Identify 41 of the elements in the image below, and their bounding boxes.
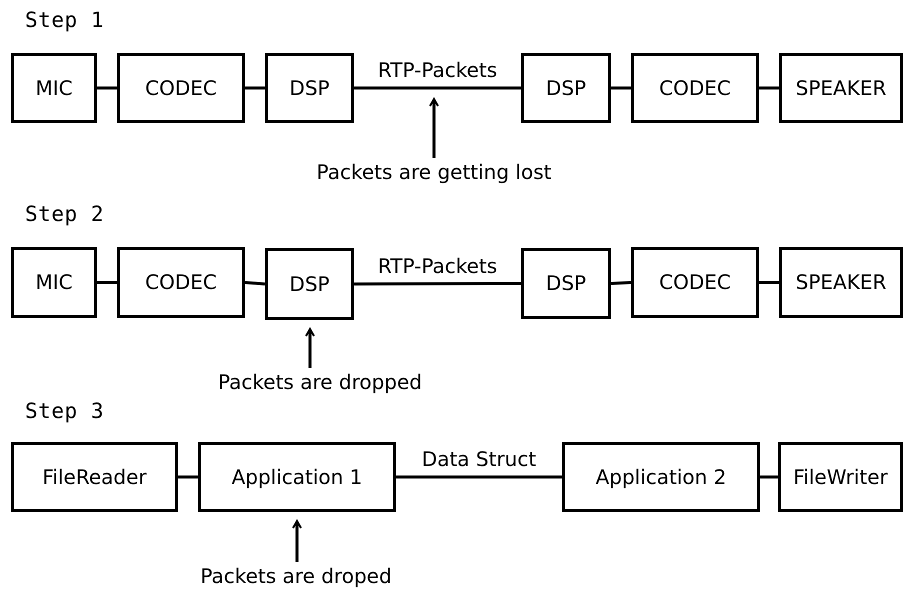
process-box: SPEAKER [779,247,903,318]
process-box: FileWriter [778,442,903,512]
process-box: CODEC [631,53,759,123]
process-box: DSP [521,53,611,123]
process-box: SPEAKER [779,53,903,123]
step-heading: Step 2 [25,204,104,225]
process-box: Application 1 [198,442,396,512]
step-heading: Step 1 [25,10,104,31]
connector-line [97,86,117,90]
annotation-text: Packets are getting lost [284,158,584,186]
connector-line [610,281,632,285]
process-box: CODEC [117,53,245,123]
connector-line [244,281,266,286]
connector-line [354,282,521,286]
process-box: DSP [265,53,354,123]
process-box: Application 2 [562,442,760,512]
edge-label: Data Struct [422,449,536,469]
annotation-text: Packets are droped [166,562,426,589]
connector-line [759,281,779,284]
process-box: CODEC [117,247,245,318]
edge-label: RTP-Packets [378,60,498,80]
process-box: MIC [11,53,97,123]
connector-line [396,476,562,478]
connector-line [245,86,265,90]
connector-line [759,86,779,90]
annotation-text: Packets are dropped [180,368,460,396]
step-heading: Step 3 [25,401,104,422]
leader-arrow [429,98,439,158]
process-box: CODEC [631,247,759,318]
connector-line [611,86,631,90]
process-box: DSP [265,248,354,320]
process-box: MIC [11,247,97,318]
connector-line [760,476,778,478]
connector-line [354,86,521,90]
process-box: FileReader [11,442,178,512]
leader-arrow [292,520,302,562]
process-box: DSP [521,248,611,319]
leader-arrow [305,328,315,368]
edge-label: RTP-Packets [378,256,498,276]
connector-line [97,281,117,284]
connector-line [178,476,198,478]
